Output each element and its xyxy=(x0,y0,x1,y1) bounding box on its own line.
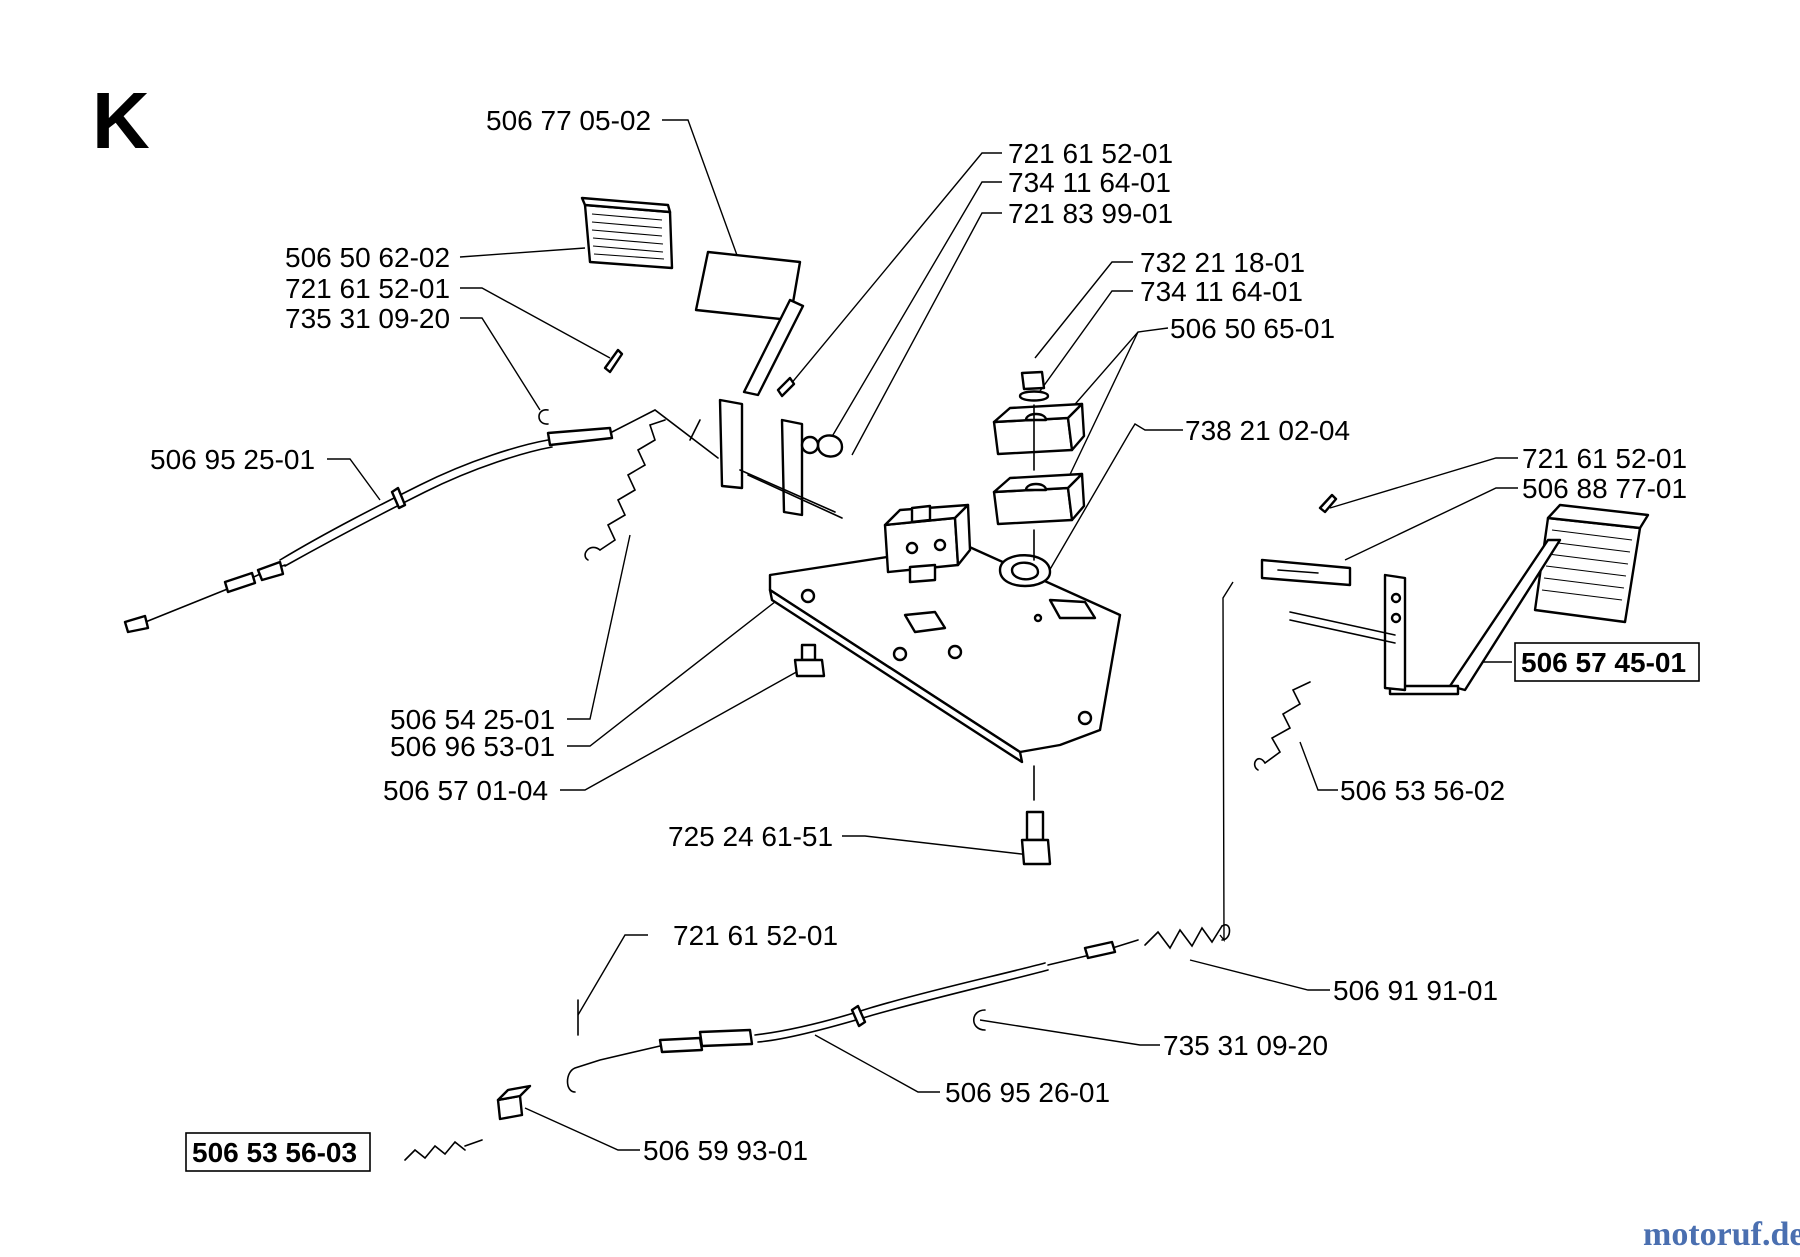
part-label-506-95-26-01: 506 95 26-01 xyxy=(945,1077,1110,1108)
part-label-506-59-93-01: 506 59 93-01 xyxy=(643,1135,808,1166)
part-label-721-61-52-01-d: 721 61 52-01 xyxy=(673,920,838,951)
part-label-box-506-57-45-01 xyxy=(1514,642,1700,682)
part-label-738-21-02-04: 738 21 02-04 xyxy=(1185,415,1350,446)
part-label-735-31-09-20-b: 735 31 09-20 xyxy=(1163,1030,1328,1061)
part-label-506-77-05-02: 506 77 05-02 xyxy=(486,105,651,136)
part-label-506-57-01-04: 506 57 01-04 xyxy=(383,775,548,806)
part-label-735-31-09-20-a: 735 31 09-20 xyxy=(285,303,450,334)
part-label-721-83-99-01: 721 83 99-01 xyxy=(1008,198,1173,229)
part-label-506-54-25-01: 506 54 25-01 xyxy=(390,704,555,735)
part-label-734-11-64-01-b: 734 11 64-01 xyxy=(1140,276,1303,307)
section-letter: K xyxy=(92,76,150,165)
part-label-721-61-52-01-a: 721 61 52-01 xyxy=(1008,138,1173,169)
part-label-506-95-25-01: 506 95 25-01 xyxy=(150,444,315,475)
part-label-725-24-61-51: 725 24 61-51 xyxy=(668,821,833,852)
part-label-721-61-52-01-c: 721 61 52-01 xyxy=(1522,443,1687,474)
part-label-721-61-52-01-b: 721 61 52-01 xyxy=(285,273,450,304)
part-label-506-50-65-01: 506 50 65-01 xyxy=(1170,313,1335,344)
leader-lines xyxy=(327,119,1518,1151)
part-label-506-53-56-03: 506 53 56-03 xyxy=(192,1137,357,1168)
part-number-labels: 506 77 05-02 721 61 52-01 734 11 64-01 7… xyxy=(150,105,1700,1172)
part-label-506-57-45-01: 506 57 45-01 xyxy=(1521,647,1686,678)
spring-left xyxy=(584,419,666,561)
watermark: motoruf.de xyxy=(1643,1216,1800,1253)
part-label-box-506-53-56-03 xyxy=(185,1132,371,1172)
part-label-506-91-91-01: 506 91 91-01 xyxy=(1333,975,1498,1006)
part-drawings xyxy=(123,196,1650,1161)
part-label-734-11-64-01-a: 734 11 64-01 xyxy=(1008,167,1171,198)
part-label-732-21-18-01: 732 21 18-01 xyxy=(1140,247,1305,278)
part-label-506-50-62-02: 506 50 62-02 xyxy=(285,242,450,273)
part-label-506-96-53-01: 506 96 53-01 xyxy=(390,731,555,762)
part-label-506-88-77-01: 506 88 77-01 xyxy=(1522,473,1687,504)
part-label-506-53-56-02: 506 53 56-02 xyxy=(1340,775,1505,806)
